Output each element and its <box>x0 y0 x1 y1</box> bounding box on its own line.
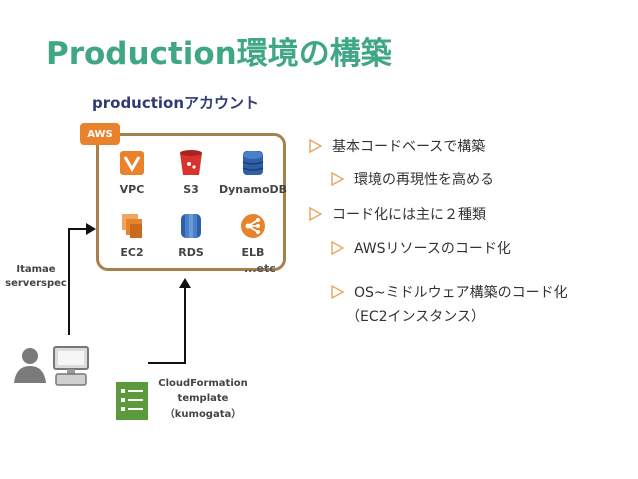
computer-icon <box>53 346 89 386</box>
triangle-bullet-icon <box>331 241 344 255</box>
etc-label: ...etc <box>244 262 276 275</box>
cloudformation-label: CloudFormation template （kumogata） <box>158 378 248 420</box>
connector-line <box>68 228 88 230</box>
connector-line <box>148 362 186 364</box>
cloudformation-template-icon <box>116 382 148 420</box>
user-icon <box>14 348 46 383</box>
service-s3: S3 <box>156 147 226 196</box>
vpc-icon <box>120 151 144 175</box>
ec2-icon <box>122 214 142 238</box>
dynamodb-icon <box>242 151 264 175</box>
aws-account-box <box>96 133 286 271</box>
bullet-item: コード化には主に２種類 <box>308 204 486 224</box>
service-dynamodb: DynamoDB <box>218 147 288 196</box>
rds-icon <box>181 214 201 238</box>
bullet-item: 環境の再現性を高める <box>330 169 494 189</box>
service-ec2: EC2 <box>97 210 167 259</box>
service-label: S3 <box>183 183 199 196</box>
service-label: RDS <box>178 246 204 259</box>
account-label: productionアカウント <box>92 94 260 112</box>
s3-bucket-icon <box>180 150 202 175</box>
service-label: VPC <box>119 183 145 196</box>
connector-line <box>184 286 186 364</box>
service-label: EC2 <box>120 246 144 259</box>
aws-badge: AWS <box>80 123 120 145</box>
bullet-item: OS~ミドルウェア構築のコード化 <box>330 282 568 302</box>
bullet-item: AWSリソースのコード化 <box>330 238 511 258</box>
service-elb: ELB <box>218 210 288 259</box>
bullet-item: 基本コードベースで構築 <box>308 136 485 156</box>
service-vpc: VPC <box>97 147 167 196</box>
arrow-up-icon <box>179 278 191 288</box>
bullet-continuation: （EC2インスタンス） <box>346 309 485 325</box>
triangle-bullet-icon <box>331 172 344 186</box>
service-label: ELB <box>241 246 265 259</box>
triangle-bullet-icon <box>331 285 344 299</box>
service-rds: RDS <box>156 210 226 259</box>
connector-line <box>68 228 70 335</box>
provisioning-tools-label: Itamae serverspec <box>5 264 67 289</box>
elb-icon <box>241 214 265 238</box>
triangle-bullet-icon <box>309 207 322 221</box>
page-title: Production環境の構築 <box>46 36 392 72</box>
arrow-right-icon <box>86 223 96 235</box>
triangle-bullet-icon <box>309 139 322 153</box>
service-label: DynamoDB <box>218 183 288 196</box>
